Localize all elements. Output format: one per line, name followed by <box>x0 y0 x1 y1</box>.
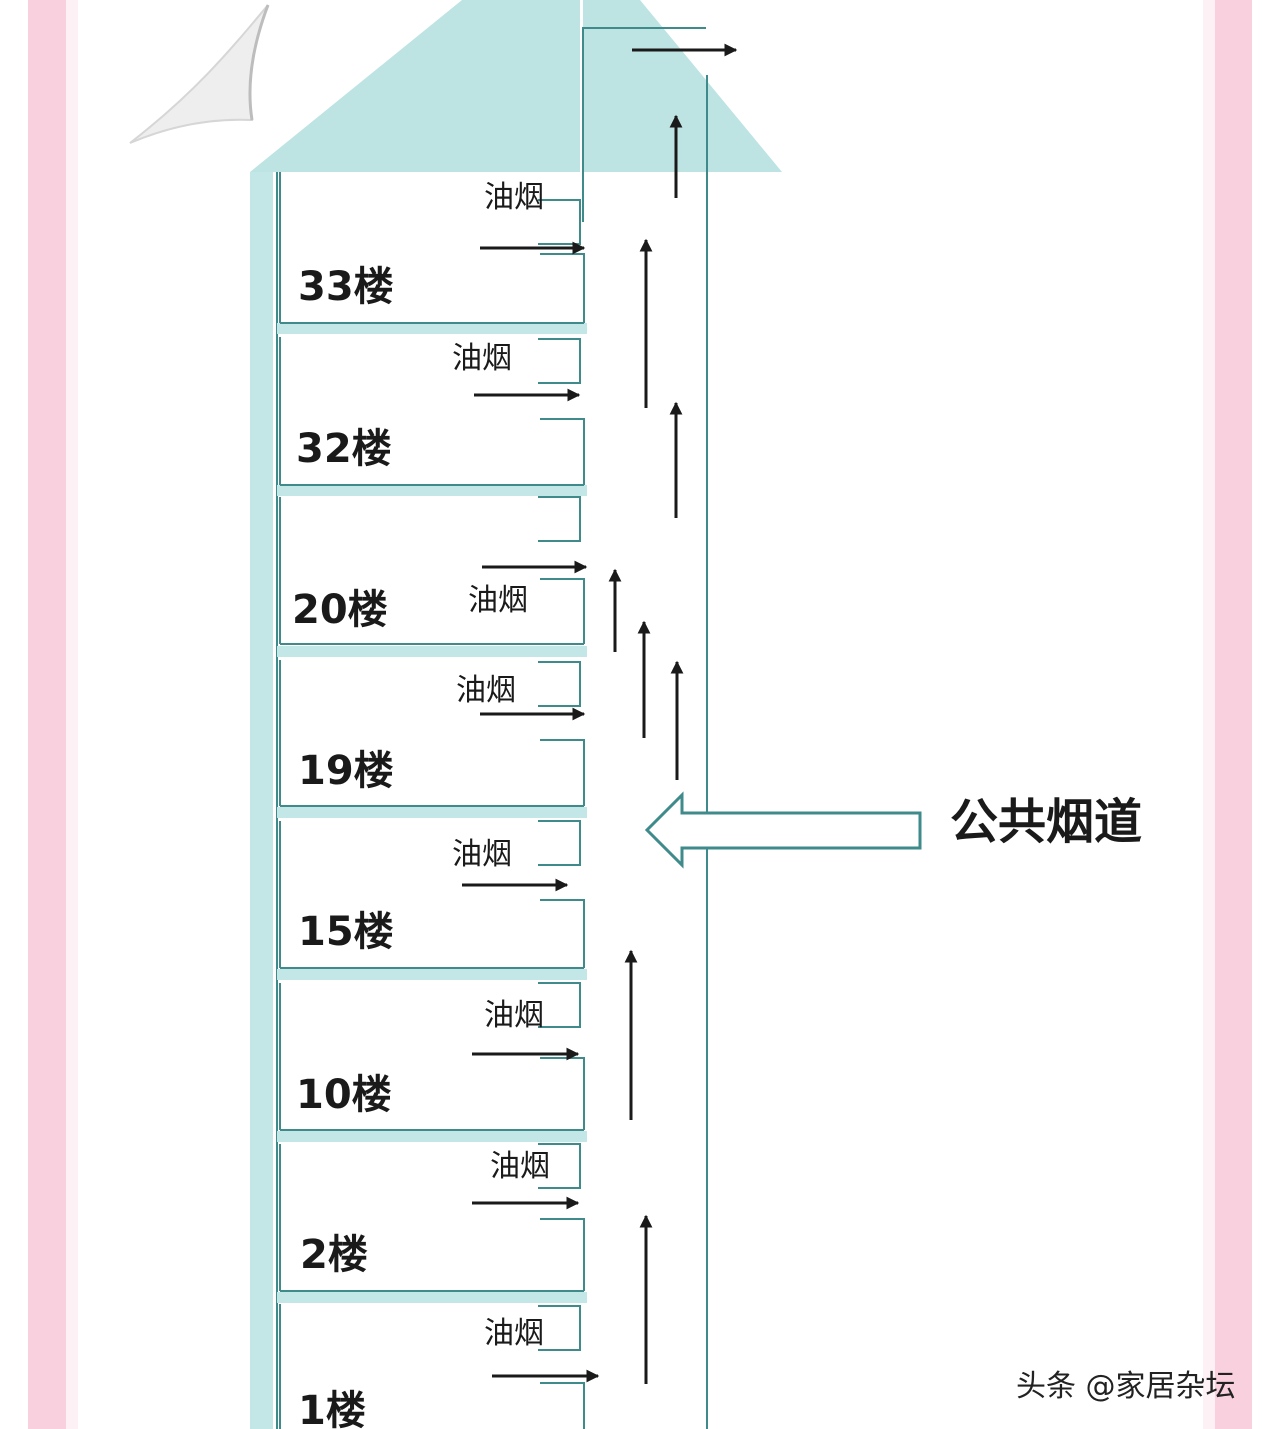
duct-outlet-lower <box>540 1218 585 1291</box>
building <box>250 0 782 1429</box>
paper-fold <box>248 4 270 121</box>
left-inner-pink <box>66 0 78 1429</box>
duct-outlet-lower <box>540 739 585 806</box>
duct-outlet-lower <box>540 253 585 323</box>
smoke-label: 油烟 <box>484 1316 544 1351</box>
paper-sheet <box>129 4 269 144</box>
floor-label: 19楼 <box>298 748 394 794</box>
floor-slab <box>277 646 587 657</box>
floor-label: 20楼 <box>292 587 388 633</box>
duct-outlet-upper <box>538 1305 581 1351</box>
floor-slab <box>277 969 587 980</box>
floor-slab <box>277 1292 587 1303</box>
floor-slab <box>277 1131 587 1142</box>
duct-outlet-upper <box>538 661 581 707</box>
smoke-label: 油烟 <box>468 583 528 618</box>
duct-outlet-upper <box>538 820 581 866</box>
floor-1楼: 油烟 1楼 <box>279 1304 600 1429</box>
curled-paper-corner-icon <box>129 4 270 144</box>
floor-label: 10楼 <box>296 1072 392 1118</box>
smoke-label: 油烟 <box>456 673 516 708</box>
floor-label: 1楼 <box>298 1388 366 1429</box>
smoke-label: 油烟 <box>452 837 512 872</box>
floor-15楼: 油烟 15楼 <box>277 820 587 980</box>
roof-right <box>583 0 782 172</box>
floor-slab <box>277 485 587 496</box>
hollow-left-arrow-icon <box>644 791 922 869</box>
floor-label: 15楼 <box>298 909 394 955</box>
duct-outlet-upper <box>538 1143 581 1189</box>
shaft-label: 公共烟道 <box>950 794 1142 850</box>
outer-wall <box>250 172 273 1429</box>
smoke-label: 油烟 <box>484 180 544 215</box>
smoke-label: 油烟 <box>484 998 544 1033</box>
floor-20楼: 油烟 20楼 <box>277 496 588 657</box>
floor-10楼: 油烟 10楼 <box>277 982 587 1142</box>
duct-outlet-lower <box>540 418 585 485</box>
floor-32楼: 油烟 32楼 <box>277 337 587 496</box>
watermark: 头条 @家居杂坛 <box>1016 1369 1236 1404</box>
roof-left <box>250 0 580 172</box>
smoke-label: 油烟 <box>490 1149 550 1184</box>
floor-2楼: 油烟 2楼 <box>277 1143 587 1303</box>
duct-outlet-upper <box>538 338 581 384</box>
floor-slab <box>277 323 587 334</box>
floor-19楼: 油烟 19楼 <box>277 660 587 818</box>
floor-label: 33楼 <box>298 264 394 310</box>
updraft-arrows <box>608 114 684 1384</box>
duct-outlet-lower <box>540 578 585 644</box>
floor-label: 2楼 <box>300 1232 368 1278</box>
duct-outlet-lower <box>540 899 585 968</box>
floor-slab <box>277 807 587 818</box>
floor-33楼: 油烟 33楼 <box>277 172 587 334</box>
right-inner-pink <box>1203 0 1215 1429</box>
duct-outlet-upper <box>538 496 581 542</box>
smoke-label: 油烟 <box>452 341 512 376</box>
shaft-cap <box>582 27 706 222</box>
duct-outlet-lower <box>540 1382 585 1429</box>
left-pink-border <box>28 0 66 1429</box>
duct-outlet-upper <box>538 982 581 1028</box>
duct-outlet-lower <box>540 1057 585 1130</box>
right-pink-border <box>1215 0 1252 1429</box>
pointer-shape <box>644 791 922 869</box>
floor-label: 32楼 <box>296 426 392 472</box>
duct-outlet-upper <box>538 199 581 245</box>
